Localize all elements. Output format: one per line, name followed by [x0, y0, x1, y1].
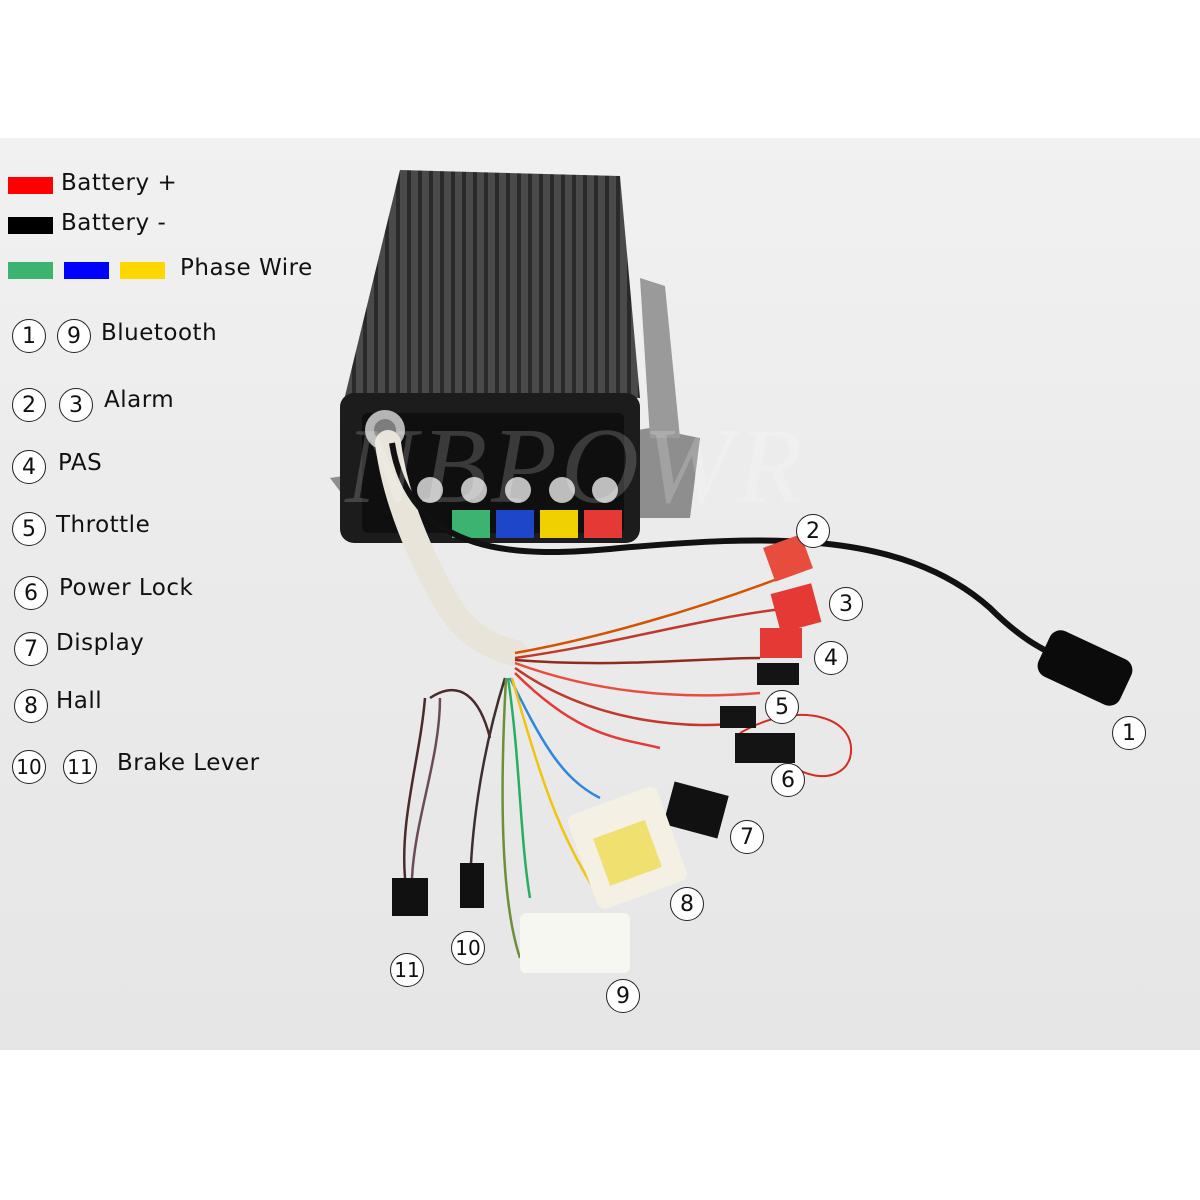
callout-10: 10 [451, 931, 485, 965]
watermark: NBPOWR [345, 407, 807, 526]
mounting-plate-edge [640, 278, 680, 438]
callout-2: 2 [796, 514, 830, 548]
legend-number: 2 [12, 388, 46, 422]
legend-number: 11 [63, 750, 97, 784]
connectors [392, 534, 822, 973]
usb-cable [389, 442, 1062, 661]
controller-illustration [330, 170, 1133, 973]
legend-label-hall: Hall [56, 688, 103, 714]
callout-6: 6 [771, 763, 805, 797]
legend-label-pas: PAS [58, 450, 103, 476]
signal-wires [403, 576, 853, 959]
legend-label-throttle: Throttle [56, 512, 151, 538]
callout-9: 9 [606, 979, 640, 1013]
controller-photo [0, 138, 1200, 1050]
battery-plus-label: Battery + [61, 170, 178, 196]
legend-number: 4 [12, 450, 46, 484]
usb-plug [1037, 630, 1133, 706]
battery-plus-swatch [8, 177, 53, 194]
phase-wire-swatch-green [8, 262, 53, 279]
phase-wire-swatch-yellow [120, 262, 165, 279]
phase-wire-swatch-blue [64, 262, 109, 279]
legend-number: 6 [14, 576, 48, 610]
legend-label-bluetooth: Bluetooth [101, 320, 218, 346]
legend-number: 8 [14, 689, 48, 723]
legend-number: 9 [57, 319, 91, 353]
controller-heatsink [345, 170, 640, 398]
callout-1: 1 [1112, 716, 1146, 750]
callout-3: 3 [829, 587, 863, 621]
legend-label-power-lock: Power Lock [59, 575, 194, 601]
legend-label-alarm: Alarm [104, 387, 175, 413]
callout-5: 5 [765, 690, 799, 724]
braided-sleeve [375, 430, 528, 666]
legend-number: 10 [12, 750, 46, 784]
battery-minus-swatch [8, 217, 53, 234]
battery-minus-label: Battery - [61, 210, 167, 236]
callout-4: 4 [814, 641, 848, 675]
legend-number: 7 [14, 632, 48, 666]
phase-wire-label: Phase Wire [180, 255, 313, 281]
callout-8: 8 [670, 887, 704, 921]
legend-number: 5 [12, 512, 46, 546]
legend-label-display: Display [56, 630, 145, 656]
legend-label-brake-lever: Brake Lever [117, 750, 260, 776]
callout-7: 7 [730, 820, 764, 854]
callout-11: 11 [390, 953, 424, 987]
phase-terminals [417, 477, 622, 538]
legend-number: 1 [12, 319, 46, 353]
legend-number: 3 [59, 388, 93, 422]
